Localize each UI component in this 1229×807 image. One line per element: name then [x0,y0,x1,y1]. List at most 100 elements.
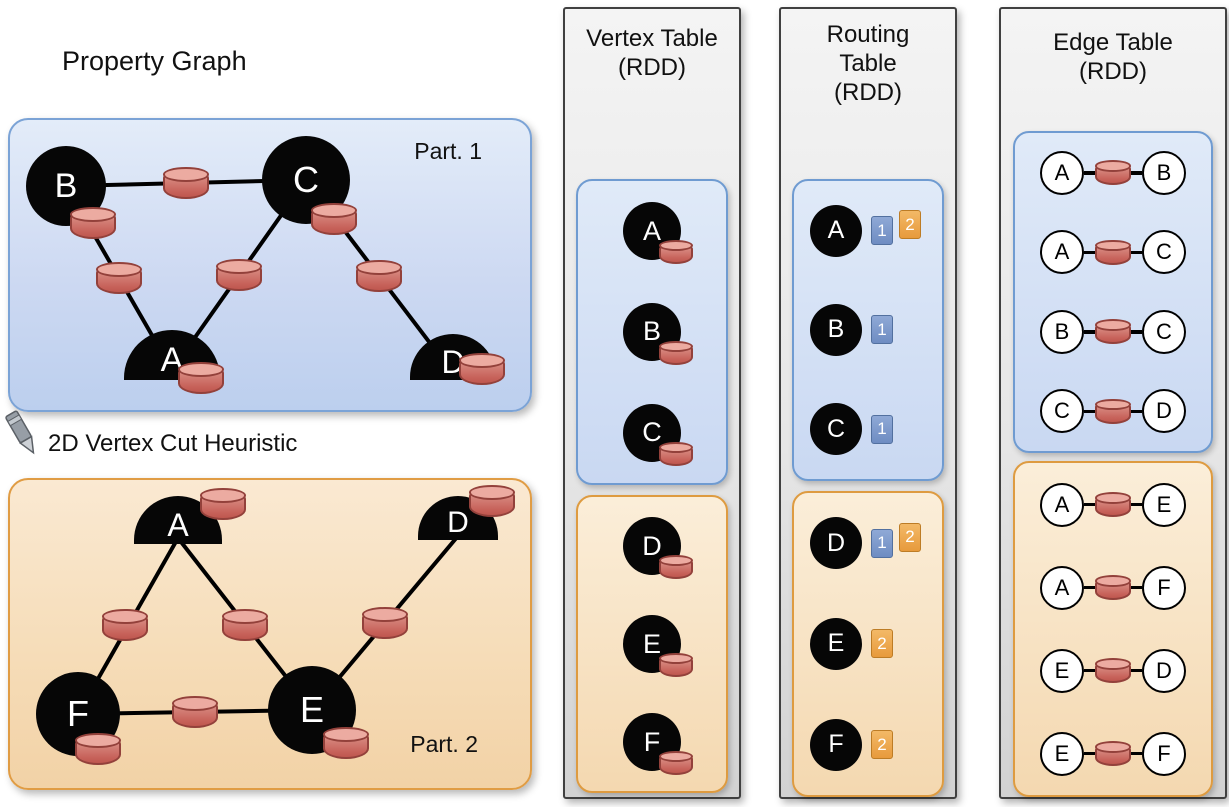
badge-label: 1 [877,419,887,439]
edge-dst-node: C [1142,309,1186,354]
partition-1-badge: 1 [871,528,893,558]
vertex-label: E [299,689,324,730]
routing-table-partition2-box: D 1 2 E 2 F 2 [792,491,944,797]
vertex-property-database-icon [659,653,693,677]
edge-connector [1131,668,1142,673]
partition-badges: 1 2 [871,210,921,246]
vertex-table-partition1-box: A B C [576,179,728,485]
vertex-label: B [54,166,78,205]
vertex-label: C [642,417,662,448]
routing-table-partition1-box: A 1 2 B 1 C 1 [792,179,944,481]
edge-property-database-icon [356,260,402,292]
edge-src-node: A [1040,565,1084,610]
vertex-table-title-line2: (RDD) [618,53,686,81]
vertex-node: B [810,303,862,356]
routing-table-title-line2: Table [839,49,897,77]
edge-entry-a-e: A E [1015,482,1211,527]
partition-badges: 1 [871,315,893,345]
vertex-label: C [293,159,319,200]
edge-entry-a-c: A C [1015,230,1211,275]
vertex-label: F [67,693,89,734]
edge-connector [1131,330,1142,334]
vertex-label: A [1054,574,1070,600]
vertex-cut-heuristic-label: 2D Vertex Cut Heuristic [48,430,298,457]
vertex-property-database-icon [659,441,693,466]
vertex-label: D [1156,657,1172,683]
vertex-property-database-icon [200,488,246,520]
vertex-table-partition2-box: D E F [576,495,728,793]
routing-table-title: Routing Table (RDD) [781,9,955,107]
vertex-label: C [826,414,846,443]
badge-label: 1 [877,220,887,240]
vertex-entry-c: C [623,403,693,466]
vertex-property-database-icon [75,733,121,765]
edge-entry-e-f: E F [1015,731,1211,776]
vertex-property-database-icon [70,207,116,239]
edge-entry-a-f: A F [1015,565,1211,610]
vertex-entry-d: D [623,517,693,579]
badge-label: 1 [877,319,887,339]
vertex-label: B [642,316,661,347]
partition-badges: 1 2 [871,522,921,558]
vertex-node: F [810,718,862,771]
edge-src-node: A [1040,482,1084,527]
vertex-property-database-icon [659,340,693,365]
vertex-label: B [1054,318,1070,344]
edge-property-database-icon [216,259,262,291]
edge-dst-node: E [1142,482,1186,527]
routing-entry-b: B 1 [794,303,942,356]
property-graph-title: Property Graph [62,46,247,76]
edge-connector [1131,409,1142,413]
edge-table-title-line1: Edge Table [1053,29,1173,56]
vertex-property-database-icon [323,727,369,759]
edge-property-database-icon [222,609,268,641]
badge-label: 2 [877,633,887,653]
routing-entry-a: A 1 2 [794,204,942,257]
edge-connector [1131,585,1142,590]
vertex-label: C [1156,318,1172,344]
vertex-label: F [643,726,661,757]
edge-property-database-icon [172,696,218,728]
vertex-label: A [167,506,189,543]
vertex-property-database-icon [311,203,357,235]
edge-src-node: C [1040,389,1084,434]
badge-label: 2 [905,527,915,547]
routing-table-panel: Routing Table (RDD) A 1 2 B 1 C 1 [779,7,957,799]
edge-property-database-icon [1095,575,1131,600]
edge-connector [1084,502,1095,507]
vertex-label: F [828,730,844,759]
edge-property-database-icon [1095,398,1131,424]
partition-1-badge: 1 [871,315,893,345]
edge-property-database-icon [1095,492,1131,517]
edge-dst-node: F [1142,731,1186,776]
vertex-property-database-icon [178,362,224,394]
partition-1-badge: 1 [871,414,893,444]
edge-table-title-line2: (RDD) [1079,57,1147,85]
vertex-property-database-icon [659,240,693,265]
vertex-label: D [1156,398,1172,424]
vertex-table-panel: Vertex Table (RDD) A B C D E [563,7,741,799]
edge-connector [1084,171,1095,175]
vertex-property-database-icon [459,353,505,385]
badge-label: 2 [905,214,915,234]
edge-property-database-icon [163,167,209,199]
edge-connector [1084,751,1095,756]
partition-badges: 2 [871,730,893,760]
vertex-label: A [1054,491,1070,517]
vertex-label: B [827,315,845,344]
vertex-property-database-icon [469,485,515,517]
vertex-label: E [642,628,661,659]
vertex-property-database-icon [659,751,693,775]
edge-connector [1131,751,1142,756]
pencil-icon [5,410,35,455]
edge-dst-node: C [1142,230,1186,275]
vertex-label: A [827,216,845,245]
vertex-label: C [1156,239,1172,265]
vertex-label: D [642,530,662,561]
vertex-node: C [810,403,862,456]
edge-dst-node: D [1142,648,1186,693]
edge-entry-b-c: B C [1015,309,1211,354]
vertex-label: D [441,343,465,380]
vertex-label: D [447,506,469,539]
edge-table-partition2-box: A E A F E D E [1013,461,1213,797]
